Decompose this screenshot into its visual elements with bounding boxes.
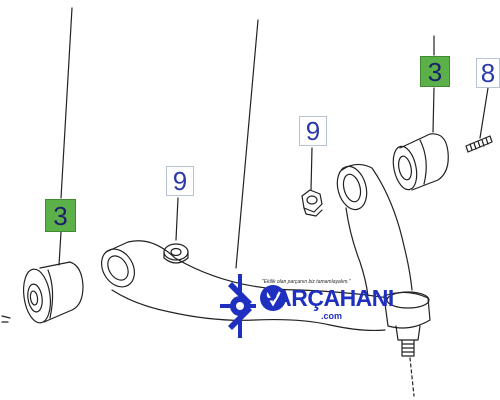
- bushing-left: [22, 261, 84, 324]
- bushing-right: [392, 133, 449, 191]
- pin-right: [465, 135, 493, 153]
- leader-line-8: [479, 87, 489, 139]
- watermark-logo-emblem: [220, 274, 286, 338]
- leader-line-3-left-lower: [58, 231, 62, 266]
- callout-8-right: 8: [476, 58, 500, 88]
- nut-right: [301, 189, 323, 217]
- callout-3-right: 3: [420, 56, 450, 87]
- leader-line-arm: [235, 19, 259, 269]
- callout-9-right: 9: [299, 116, 327, 146]
- callout-9-left: 9: [166, 166, 194, 196]
- leader-line-3-left: [60, 7, 73, 199]
- watermark-slogan: "Ekilik olan parçanın biz tamamlayalım.": [262, 279, 351, 285]
- leader-line-3-right-lower: [432, 87, 435, 133]
- leader-line-9-right: [310, 147, 313, 191]
- watermark-domain: .com: [321, 311, 343, 321]
- leader-line-9-left: [175, 197, 179, 241]
- nut-left: [163, 243, 189, 264]
- callout-3-left: 3: [45, 199, 76, 232]
- ball-joint-axis: [409, 357, 415, 397]
- watermark-brand: PARÇAHANI: [262, 285, 394, 311]
- bolt-stub-left: [1, 315, 11, 323]
